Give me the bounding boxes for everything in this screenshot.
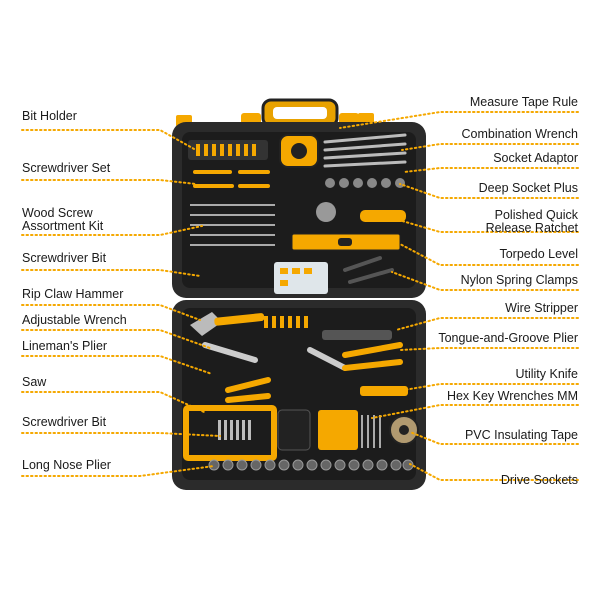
- label-adjustable-wrench: Adjustable Wrench: [22, 313, 127, 327]
- label-screwdriver-bit-upper: Screwdriver Bit: [22, 251, 107, 265]
- label-screwdriver-bit-lower: Screwdriver Bit: [22, 415, 107, 429]
- leader-lines: [21, 111, 579, 481]
- label-socket-adaptor: Socket Adaptor: [493, 151, 578, 165]
- label-screwdriver-set: Screwdriver Set: [22, 161, 111, 175]
- label-tongue-groove-plier: Tongue-and-Groove Plier: [438, 331, 578, 345]
- label-saw: Saw: [22, 375, 47, 389]
- label-torpedo-level: Torpedo Level: [499, 247, 578, 261]
- label-drive-sockets: Drive Sockets: [500, 473, 578, 487]
- label-quick-release-ratchet: Polished Quick Release Ratchet: [485, 208, 578, 235]
- label-hex-key-wrenches: Hex Key Wrenches MM: [446, 389, 578, 403]
- label-nylon-spring-clamps: Nylon Spring Clamps: [460, 273, 578, 287]
- label-wood-screw-kit: Wood Screw Assortment Kit: [22, 206, 104, 233]
- case-upper-half: [172, 122, 426, 298]
- label-rip-claw-hammer: Rip Claw Hammer: [22, 287, 124, 301]
- label-long-nose-plier: Long Nose Plier: [22, 458, 111, 472]
- label-utility-knife: Utility Knife: [515, 367, 578, 381]
- label-deep-socket-plus: Deep Socket Plus: [478, 181, 578, 195]
- label-linemans-plier: Lineman's Plier: [22, 339, 108, 353]
- label-measure-tape-rule: Measure Tape Rule: [469, 95, 578, 109]
- case-lower-half: [172, 300, 426, 490]
- label-bit-holder: Bit Holder: [22, 109, 77, 123]
- label-pvc-insulating-tape: PVC Insulating Tape: [464, 428, 578, 442]
- label-wire-stripper: Wire Stripper: [505, 301, 578, 315]
- label-combination-wrench: Combination Wrench: [461, 127, 579, 141]
